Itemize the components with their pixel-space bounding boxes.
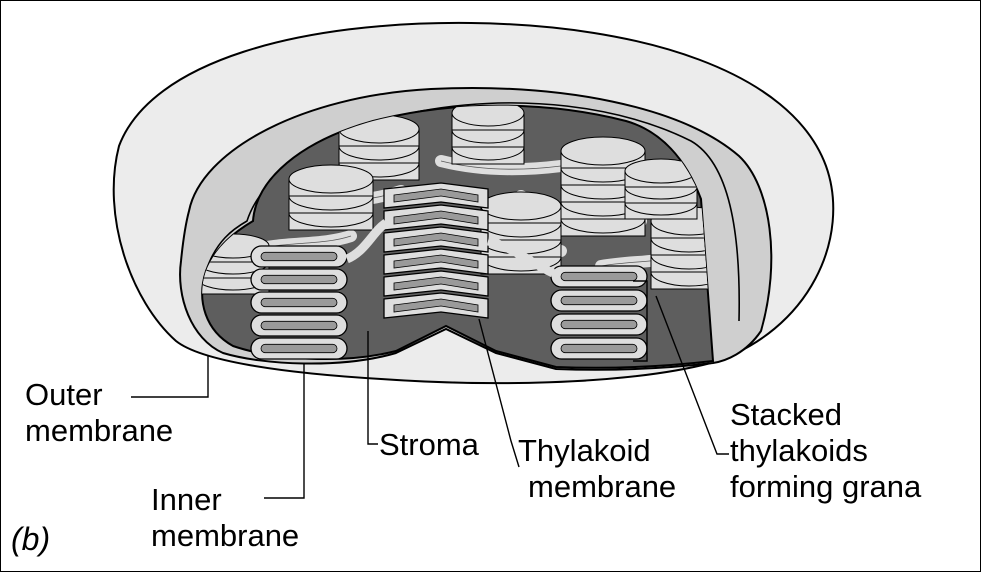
outer-membrane-label-line-1: Outer xyxy=(25,377,173,413)
stacked-thylakoids-label: Stacked thylakoids forming grana xyxy=(730,397,921,505)
stroma-label: Stroma xyxy=(379,427,479,463)
thylakoid-lumen xyxy=(561,296,637,304)
thylakoid-lumen xyxy=(261,275,337,283)
thylakoid-lumen xyxy=(261,344,337,352)
thylakoid-membrane-label: Thylakoid membrane xyxy=(518,433,676,505)
thylakoid-lumen xyxy=(561,272,637,280)
inner-membrane-leader xyxy=(264,363,304,498)
panel-label: (b) xyxy=(11,521,50,557)
stacked-thylakoids-label-line-3: forming grana xyxy=(730,469,921,505)
granum-disc-top xyxy=(481,192,561,220)
outer-membrane-label-line-2: membrane xyxy=(25,413,173,449)
thylakoid-membrane-label-line-1: Thylakoid xyxy=(518,433,676,469)
thylakoid-membrane-label-line-2: membrane xyxy=(518,469,676,505)
granum-disc-top xyxy=(561,137,645,165)
outer-membrane-label: Outer membrane xyxy=(25,377,173,449)
thylakoid-lumen xyxy=(261,321,337,329)
thylakoid-lumen xyxy=(261,252,337,260)
front-granum-left xyxy=(251,246,347,359)
inner-membrane-label: Inner membrane xyxy=(151,482,299,554)
stacked-thylakoids-label-line-1: Stacked xyxy=(730,397,921,433)
inner-membrane-label-line-1: Inner xyxy=(151,482,299,518)
thylakoid-lumen xyxy=(261,298,337,306)
stacked-thylakoids-label-line-2: thylakoids xyxy=(730,433,921,469)
granum-disc-top xyxy=(289,165,373,193)
stroma-label-text: Stroma xyxy=(379,427,479,463)
inner-membrane-label-line-2: membrane xyxy=(151,518,299,554)
thylakoid-lumen xyxy=(561,320,637,328)
thylakoid-lumen xyxy=(561,344,637,352)
